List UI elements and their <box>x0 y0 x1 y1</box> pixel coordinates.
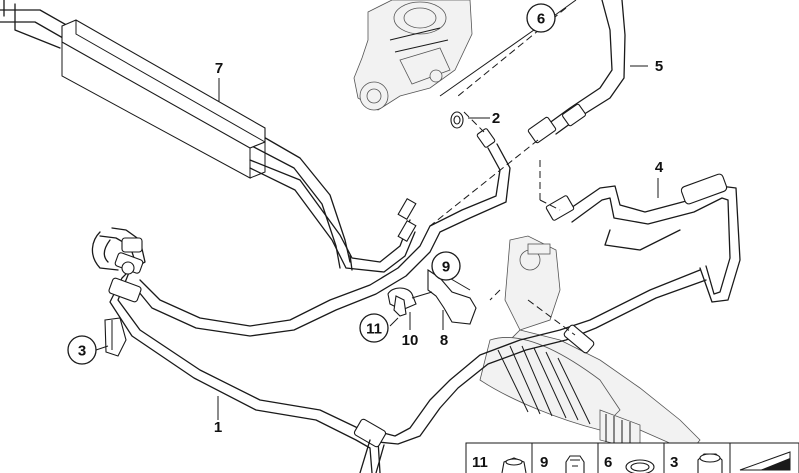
callouts: 6 2 7 5 4 9 11 10 8 3 1 <box>67 3 664 436</box>
power-steering-pump <box>353 0 473 111</box>
callout-1: 1 <box>214 419 222 436</box>
callout-9-circle <box>431 251 461 281</box>
callout-3: 3 <box>78 343 86 360</box>
legend-label-11: 11 <box>472 454 488 471</box>
legend-label-6: 6 <box>604 454 612 471</box>
callout-6-circle <box>526 3 556 33</box>
pressure-tube-upper <box>133 143 511 337</box>
steering-rack <box>479 235 701 453</box>
clip-icon <box>565 455 585 473</box>
callout-10: 10 <box>402 332 419 349</box>
legend-label-9: 9 <box>540 454 548 471</box>
callout-8: 8 <box>440 332 448 349</box>
plug-cap-icon <box>697 453 723 473</box>
legend-label-3: 3 <box>670 454 678 471</box>
plug-3 <box>104 317 127 357</box>
callout-3-circle <box>67 335 97 365</box>
bracket-clamp-group <box>387 268 477 325</box>
callout-2: 2 <box>492 110 500 127</box>
callout-4: 4 <box>655 159 664 176</box>
callout-11-circle <box>359 313 389 343</box>
callout-11: 11 <box>366 321 382 338</box>
callout-6: 6 <box>537 11 545 28</box>
callout-5: 5 <box>655 58 663 75</box>
callout-7: 7 <box>215 60 223 77</box>
oil-cooler-assembly <box>0 0 417 273</box>
pressure-line <box>91 227 387 473</box>
feed-hose <box>539 160 741 303</box>
seal-ring-icon <box>625 459 655 473</box>
callout-9: 9 <box>442 259 450 276</box>
legend: 11 9 6 3 <box>465 442 799 473</box>
legend-box-9 <box>531 442 599 473</box>
pressure-tube-lower <box>377 269 707 445</box>
seal-ring-2 <box>450 111 496 148</box>
cap-nut-icon <box>501 457 527 473</box>
wedge-icon <box>739 451 791 471</box>
